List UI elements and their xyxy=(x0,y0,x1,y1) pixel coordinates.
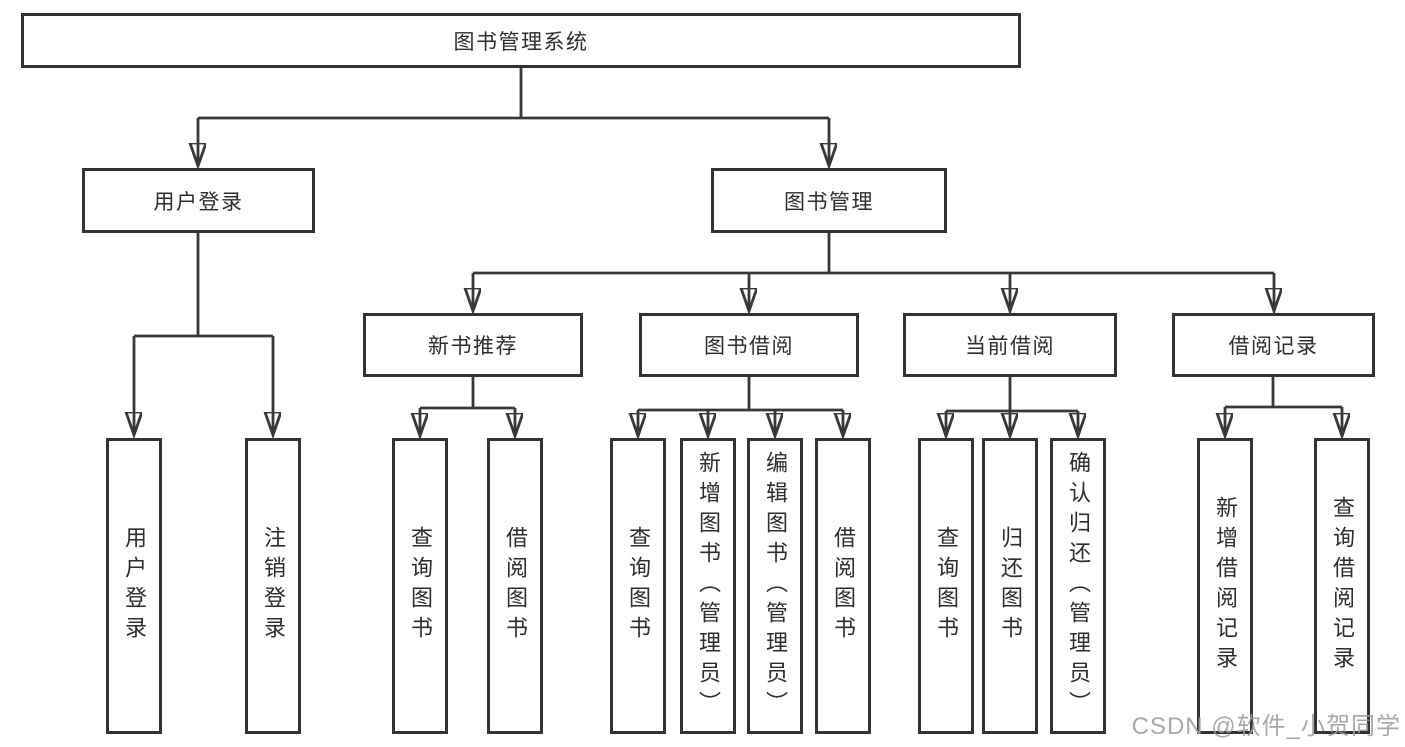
node-label: 当前借阅 xyxy=(965,335,1055,358)
node-records-query-borrow-record: 查询借阅记录 xyxy=(1314,438,1370,734)
node-borrowing-add-books-admin: 新增图书（管理员） xyxy=(680,438,736,734)
node-recommend-query-books: 查询图书 xyxy=(392,438,448,734)
node-label: 查询借阅记录 xyxy=(1330,496,1355,676)
node-label: 借阅图书 xyxy=(831,526,856,646)
node-recommend-borrow-books: 借阅图书 xyxy=(487,438,543,734)
node-label: 图书管理系统 xyxy=(453,30,589,54)
node-label: 图书管理 xyxy=(784,190,874,214)
bus-wires xyxy=(134,68,1342,413)
node-label: 新增借阅记录 xyxy=(1213,496,1238,676)
csdn-watermark: CSDN @软件_小贺同学 xyxy=(1131,713,1401,740)
node-label: 归还图书 xyxy=(998,526,1023,646)
node-book-borrowing: 图书借阅 xyxy=(639,313,859,377)
node-label: 新书推荐 xyxy=(428,335,518,358)
node-records-add-borrow-record: 新增借阅记录 xyxy=(1197,438,1253,734)
node-logout-login: 注销登录 xyxy=(245,438,301,734)
arrow-wires xyxy=(134,118,1342,436)
node-borrowing-records: 借阅记录 xyxy=(1172,313,1375,377)
node-label: 新增图书（管理员） xyxy=(696,451,721,721)
node-borrowing-query-books: 查询图书 xyxy=(610,438,666,734)
node-label: 注销登录 xyxy=(261,526,286,646)
node-current-query-books: 查询图书 xyxy=(918,438,974,734)
node-borrowing-borrow-books: 借阅图书 xyxy=(815,438,871,734)
node-current-return-books: 归还图书 xyxy=(982,438,1038,734)
node-library-management-system: 图书管理系统 xyxy=(21,13,1021,68)
node-label: 借阅记录 xyxy=(1228,335,1319,358)
node-current-borrowing: 当前借阅 xyxy=(903,313,1117,377)
node-borrowing-edit-books-admin: 编辑图书（管理员） xyxy=(747,438,803,734)
node-user-login: 用户登录 xyxy=(82,168,315,233)
node-label: 用户登录 xyxy=(122,526,147,646)
node-current-confirm-return-admin: 确认归还（管理员） xyxy=(1050,438,1106,734)
node-new-book-recommendation: 新书推荐 xyxy=(363,313,583,377)
node-user-login-leaf: 用户登录 xyxy=(106,438,162,734)
node-label: 查询图书 xyxy=(934,526,959,646)
node-label: 图书借阅 xyxy=(704,335,794,358)
node-label: 查询图书 xyxy=(626,526,651,646)
node-label: 借阅图书 xyxy=(503,526,528,646)
node-label: 用户登录 xyxy=(153,190,244,214)
node-label: 确认归还（管理员） xyxy=(1066,451,1091,721)
node-book-management: 图书管理 xyxy=(711,168,947,233)
node-label: 编辑图书（管理员） xyxy=(763,451,788,721)
node-label: 查询图书 xyxy=(408,526,433,646)
